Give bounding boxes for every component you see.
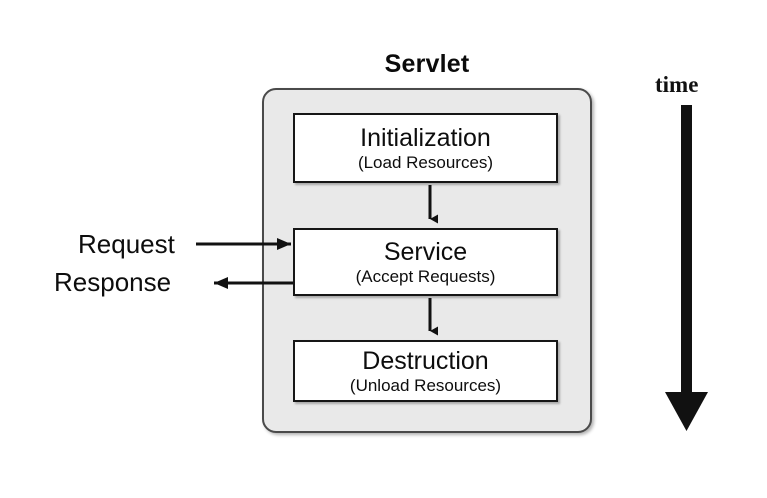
label-response: Response (54, 267, 172, 297)
stage-subtitle-service: (Accept Requests) (355, 266, 496, 286)
stage-box-initialization: Initialization (Load Resources) (293, 113, 558, 183)
stage-title-initialization: Initialization (360, 123, 491, 152)
stage-box-service: Service (Accept Requests) (293, 228, 558, 296)
time-axis-arrow (665, 105, 708, 431)
stage-title-service: Service (383, 237, 468, 266)
page-title: Servlet (384, 50, 470, 78)
label-time-axis: time (655, 72, 699, 97)
label-request: Request (78, 229, 175, 259)
stage-subtitle-destruction: (Unload Resources) (349, 375, 502, 395)
stage-box-destruction: Destruction (Unload Resources) (293, 340, 558, 402)
stage-title-destruction: Destruction (362, 346, 489, 375)
stage-subtitle-initialization: (Load Resources) (357, 152, 494, 172)
